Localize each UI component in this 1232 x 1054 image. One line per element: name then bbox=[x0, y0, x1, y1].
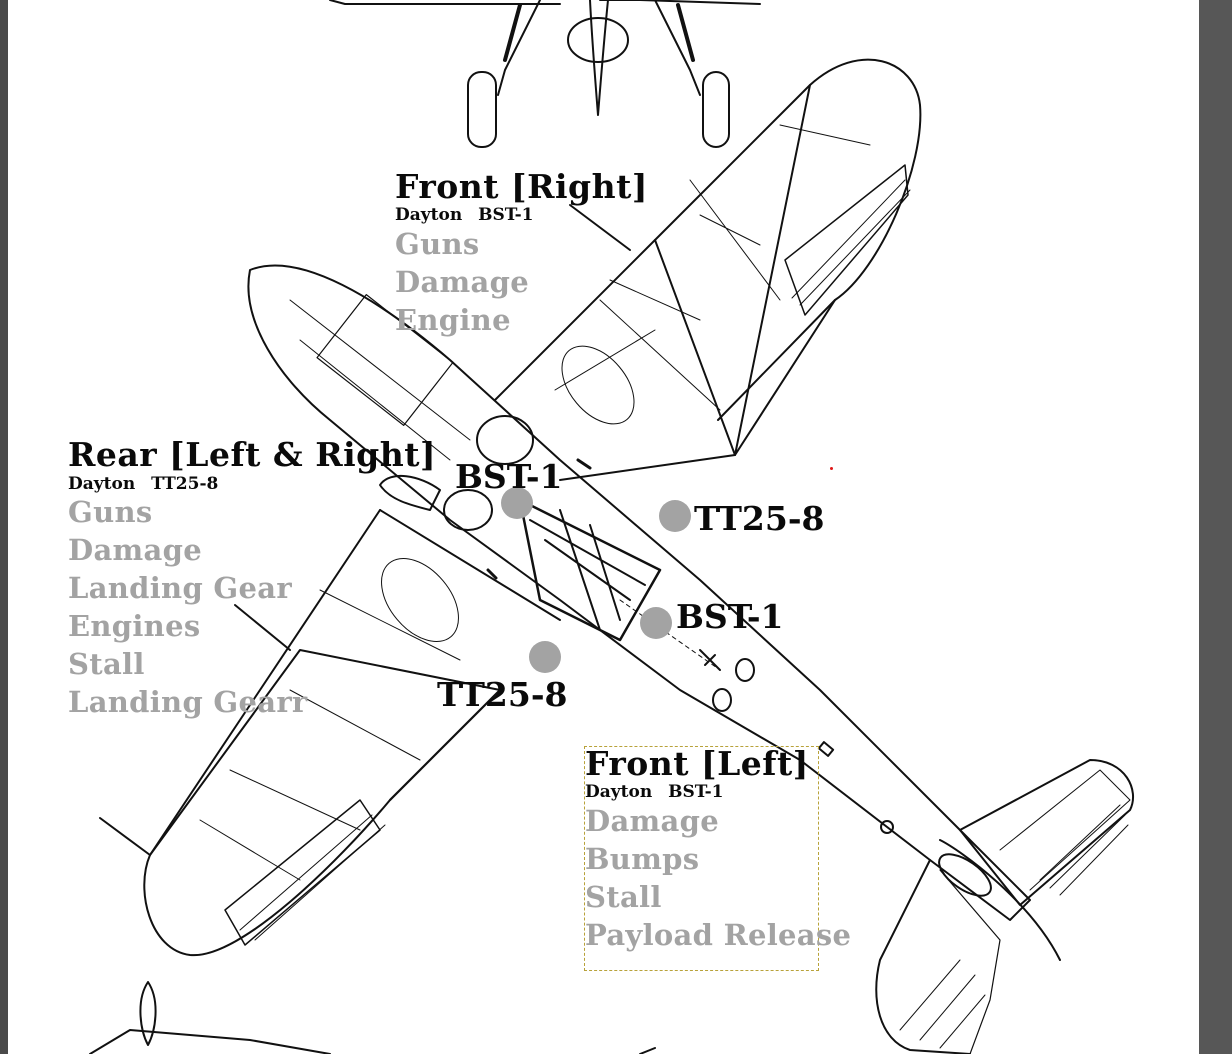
drawing-sheet bbox=[8, 0, 1199, 1054]
marker-dot-tt-left bbox=[529, 641, 561, 673]
fuselage bbox=[247, 264, 1031, 921]
tail-section bbox=[875, 759, 1135, 1054]
rear-item-stall: Stall bbox=[68, 647, 145, 681]
bottom-aircraft-partial bbox=[89, 981, 656, 1054]
front-left-item-payload-release: Payload Release bbox=[585, 918, 852, 952]
front-right-item-damage: Damage bbox=[395, 265, 529, 299]
front-left-item-damage: Damage bbox=[585, 804, 719, 838]
marker-dot-bst-lower bbox=[640, 607, 672, 639]
front-right-subtitle: Dayton BST-1 bbox=[395, 205, 534, 225]
front-left-title: Front [Left] bbox=[585, 744, 809, 783]
rear-subtitle: Dayton TT25-8 bbox=[68, 474, 219, 494]
rear-item-landing-gearr: Landing Gearr bbox=[68, 685, 308, 719]
front-right-title: Front [Right] bbox=[395, 167, 648, 206]
marker-label-bst-lower: BST-1 bbox=[676, 597, 784, 636]
main-wing bbox=[99, 58, 922, 957]
rear-item-damage: Damage bbox=[68, 533, 202, 567]
front-left-item-stall: Stall bbox=[585, 880, 662, 914]
selected-text-layer-box[interactable] bbox=[584, 746, 819, 971]
marker-label-bst-upper: BST-1 bbox=[455, 457, 563, 496]
canvas-right-edge bbox=[1199, 0, 1232, 1054]
marker-label-tt-left: TT25-8 bbox=[437, 675, 568, 714]
top-aircraft-partial bbox=[329, 0, 761, 148]
marker-dot-bst-upper bbox=[501, 487, 533, 519]
rear-item-landing-gear: Landing Gear bbox=[68, 571, 292, 605]
front-left-item-bumps: Bumps bbox=[585, 842, 700, 876]
front-right-item-guns: Guns bbox=[395, 227, 480, 261]
marker-dot-tt-right bbox=[659, 500, 691, 532]
red-dot-marker bbox=[830, 467, 833, 470]
rear-item-guns: Guns bbox=[68, 495, 153, 529]
canvas-left-edge bbox=[0, 0, 8, 1054]
front-left-subtitle: Dayton BST-1 bbox=[585, 782, 724, 802]
rear-title: Rear [Left & Right] bbox=[68, 435, 437, 474]
marker-label-tt-right: TT25-8 bbox=[694, 499, 825, 538]
rear-item-engines: Engines bbox=[68, 609, 201, 643]
front-right-item-engine: Engine bbox=[395, 303, 511, 337]
